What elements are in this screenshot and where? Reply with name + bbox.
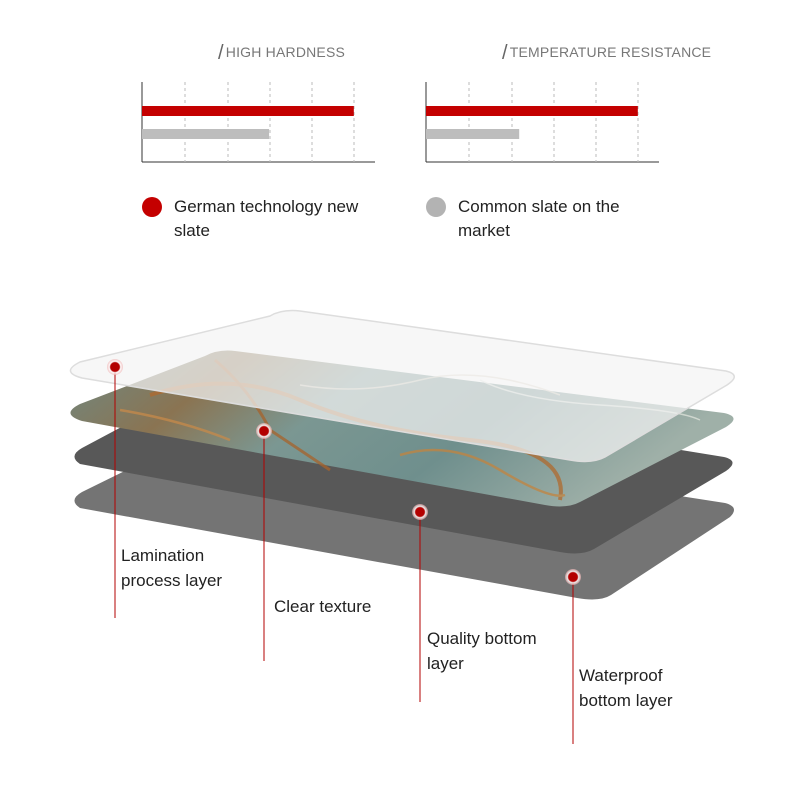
legend-label: Common slate on the market <box>458 197 620 240</box>
legend-label: German technology new slate <box>174 197 359 240</box>
chart-1-title: /HIGH HARDNESS <box>218 40 346 64</box>
title-slash-icon: / <box>502 42 508 64</box>
chart-2-bar-common-slate <box>426 129 520 139</box>
chart-1-bar-common-slate <box>142 129 270 139</box>
lamination-label: Lamination process layer <box>121 546 223 590</box>
chart-2-bar-new-slate <box>426 106 638 116</box>
chart-2-title-text: TEMPERATURE RESISTANCE <box>509 44 712 60</box>
chart-2-title: /TEMPERATURE RESISTANCE <box>502 40 712 64</box>
legend-dot-red-icon <box>142 197 162 217</box>
chart-2-bars <box>426 106 638 139</box>
quality-bottom-marker <box>412 504 428 520</box>
legend-item-new-slate: German technology new slate <box>142 195 374 243</box>
quality-bottom-label: Quality bottom layer <box>427 629 537 673</box>
chart-1-title-text: HIGH HARDNESS <box>225 44 346 60</box>
legend-item-common-slate: Common slate on the market <box>426 195 628 243</box>
texture-label: Clear texture <box>274 597 372 616</box>
lamination-layer <box>69 309 735 463</box>
chart-1-bars <box>142 106 354 139</box>
chart-1-bar-new-slate <box>142 106 354 116</box>
legend-dot-gray-icon <box>426 197 446 217</box>
texture-marker <box>256 423 272 439</box>
chart-1-frame <box>141 82 375 163</box>
lamination-marker <box>107 359 123 375</box>
title-slash-icon: / <box>218 42 224 64</box>
chart-2-frame <box>425 82 659 163</box>
waterproof-bottom-label: Waterproof bottom layer <box>579 666 673 710</box>
waterproof-marker <box>565 569 581 585</box>
